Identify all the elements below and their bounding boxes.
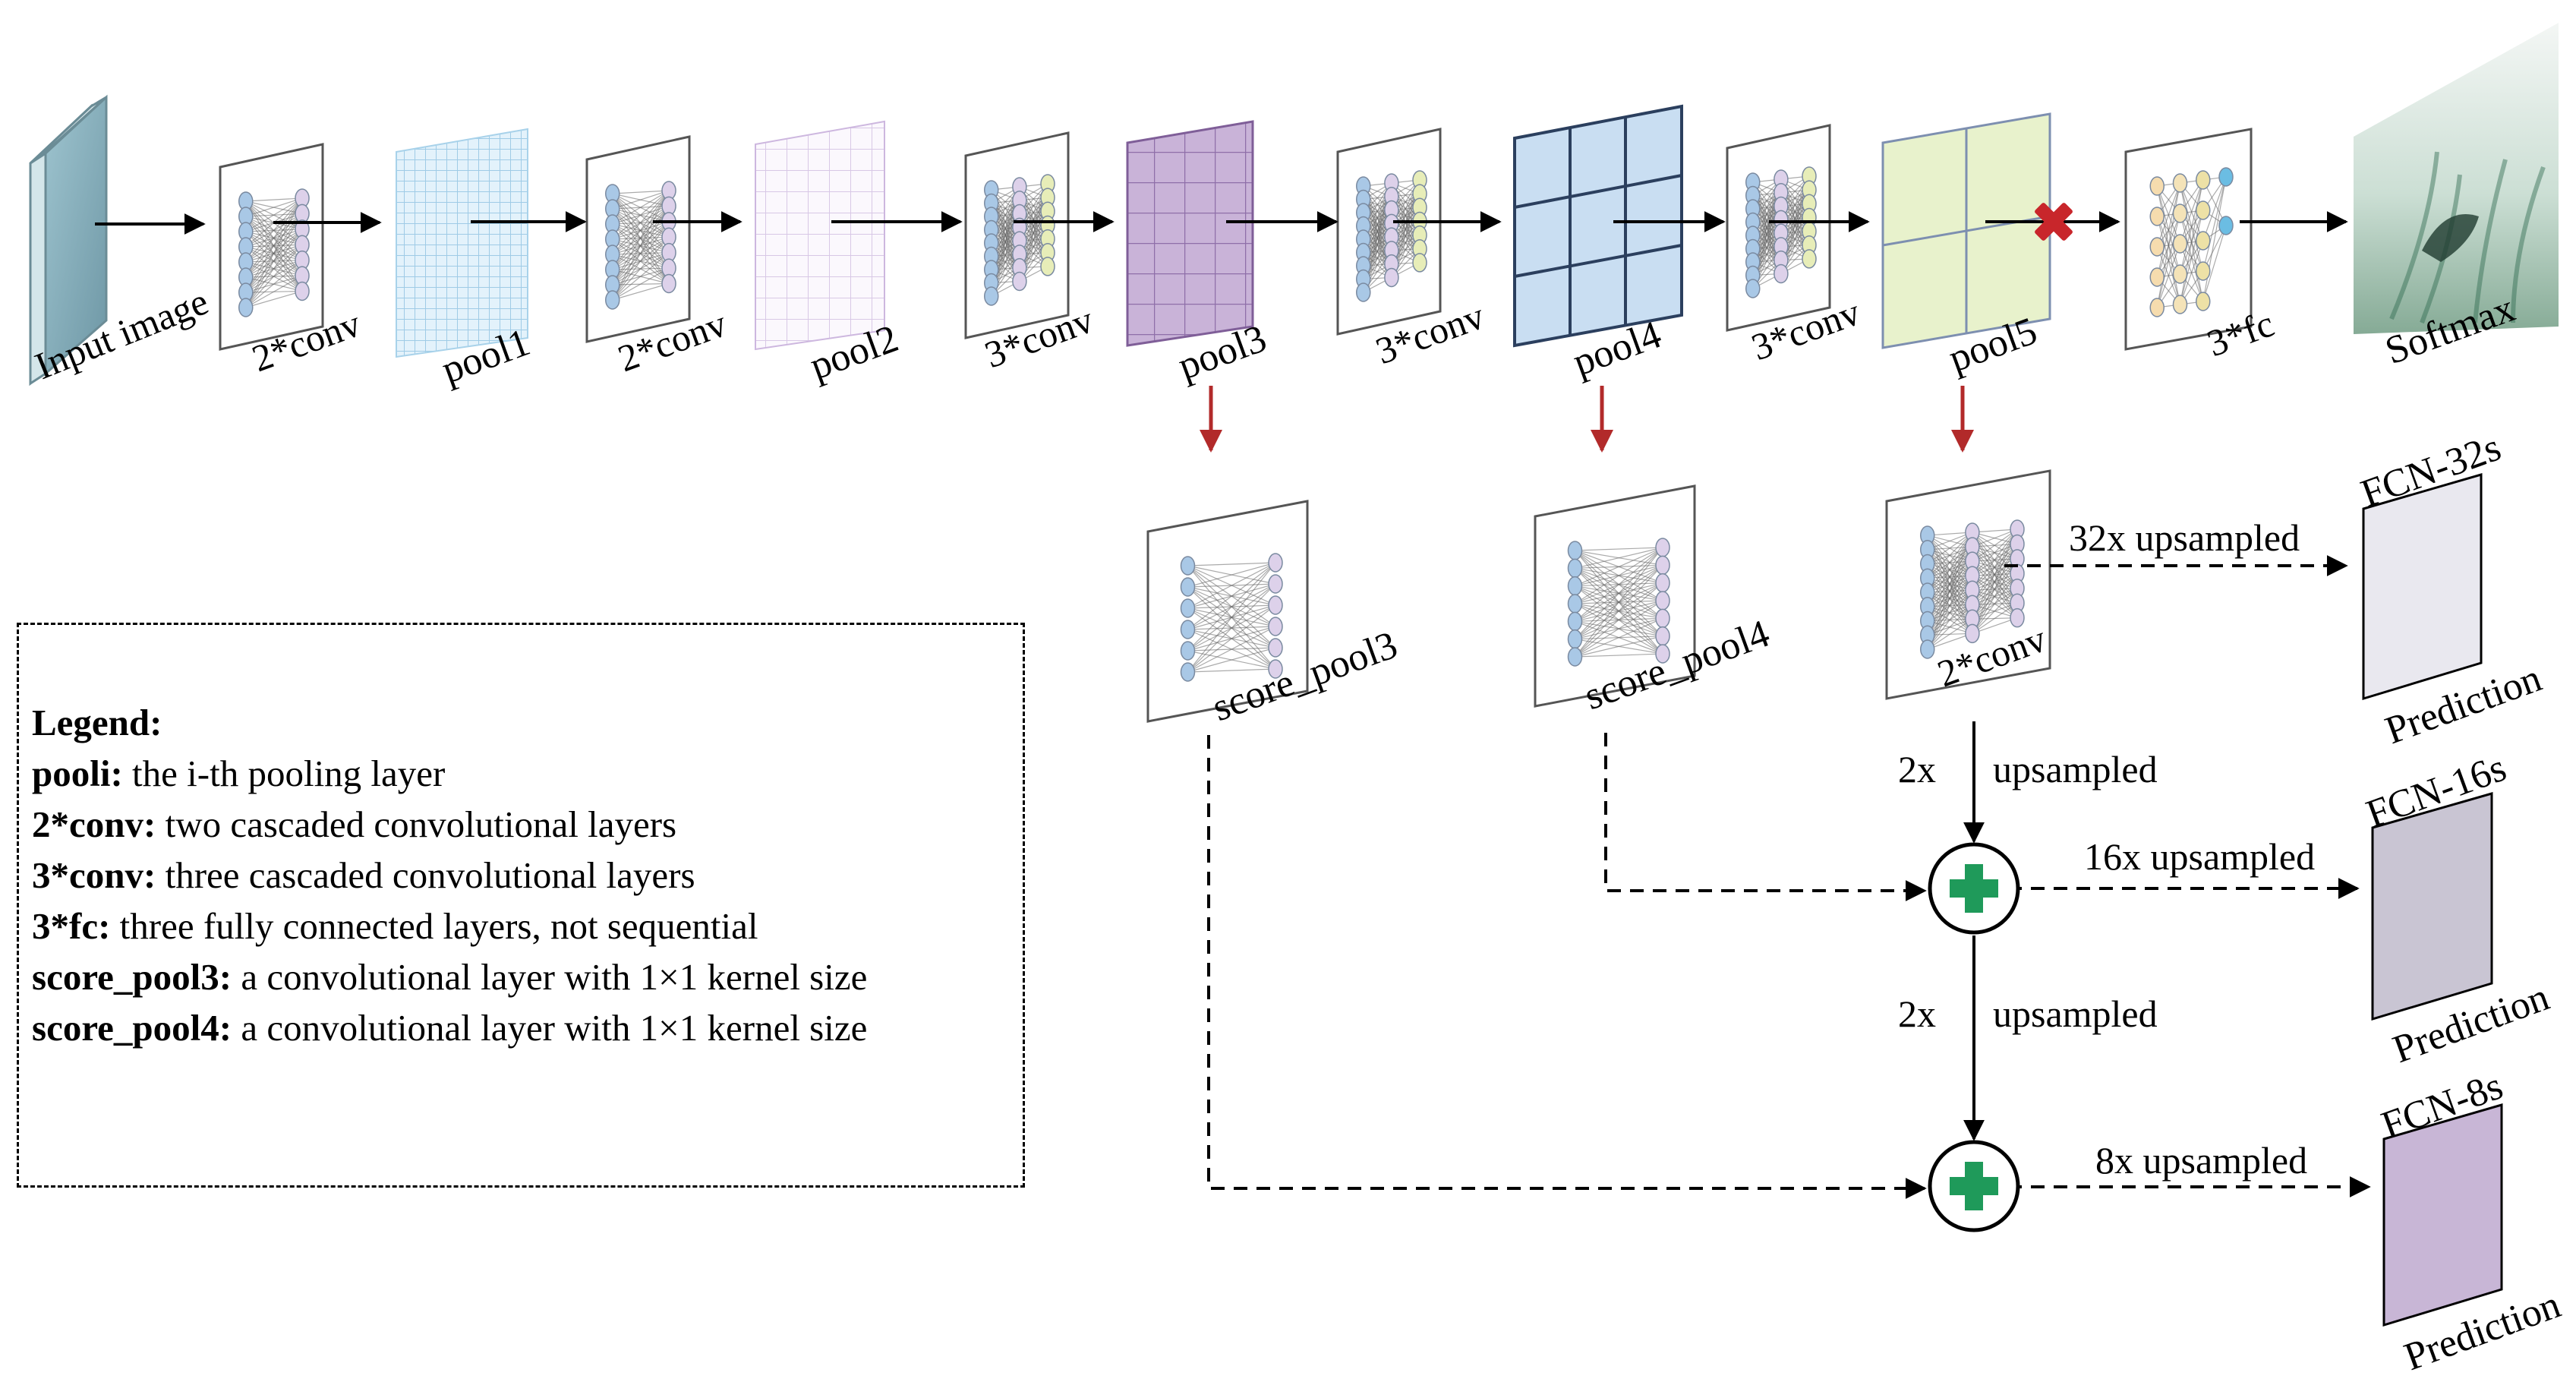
conv1-panel <box>219 143 324 351</box>
score-pool3-panel <box>1146 500 1309 723</box>
legend-item: score_pool4: a convolutional layer with … <box>32 1002 1011 1053</box>
up32-label: 32x upsampled <box>2069 516 2300 559</box>
fc-panel <box>2124 128 2253 351</box>
legend-desc: the i-th pooling layer <box>132 753 446 794</box>
legend-desc: two cascaded convolutional layers <box>165 803 677 845</box>
legend-item: 3*fc: three fully connected layers, not … <box>32 901 1011 951</box>
plus-node-1 <box>1928 842 2020 935</box>
arrow-score-pool4-plus <box>1604 733 1927 901</box>
legend-item: pooli: the i-th pooling layer <box>32 748 1011 799</box>
softmax-block <box>2354 23 2559 334</box>
pool2-block <box>755 120 885 351</box>
pool3-block <box>1126 120 1254 347</box>
up16-label: 16x upsampled <box>2084 835 2315 878</box>
legend-item: score_pool3: a convolutional layer with … <box>32 951 1011 1002</box>
legend-term: 3*fc: <box>32 905 111 947</box>
main-arrows <box>95 211 2348 235</box>
dashed-paths <box>1207 555 2371 1199</box>
legend-term: score_pool4: <box>32 1007 232 1049</box>
legend-term: score_pool3: <box>32 956 232 998</box>
output-fcn16s <box>2371 792 2493 1021</box>
legend-desc: a convolutional layer with 1×1 kernel si… <box>241 956 868 998</box>
red-arrows <box>1200 386 1974 453</box>
arrow-score-pool3-plus <box>1207 735 1927 1199</box>
conv2-panel <box>585 135 691 343</box>
conv5-panel <box>1726 124 1831 332</box>
legend-item: 2*conv: two cascaded convolutional layer… <box>32 799 1011 850</box>
conv-branch-panel <box>1885 469 2051 700</box>
up2-a-num: 2x <box>1898 748 1936 790</box>
legend-desc: three fully connected layers, not sequen… <box>119 905 758 947</box>
legend: Legend: pooli: the i-th pooling layer 2*… <box>32 697 1011 1053</box>
score-pool4-panel <box>1534 484 1696 708</box>
legend-title: Legend: <box>32 702 162 743</box>
conv3-panel <box>964 131 1070 339</box>
output-fcn32s <box>2362 473 2483 701</box>
legend-term: 3*conv: <box>32 854 156 896</box>
plus-icon <box>1950 864 1998 913</box>
legend-desc: three cascaded convolutional layers <box>165 854 695 896</box>
plus-icon <box>1950 1162 1998 1210</box>
up8-label: 8x upsampled <box>2095 1139 2307 1182</box>
pool4-block <box>1513 104 1683 348</box>
up2-b-num: 2x <box>1898 992 1936 1035</box>
legend-desc: a convolutional layer with 1×1 kernel si… <box>241 1007 868 1049</box>
legend-item: 3*conv: three cascaded convolutional lay… <box>32 850 1011 901</box>
up2-b-label: upsampled <box>1993 992 2158 1035</box>
output-fcn8s <box>2382 1103 2503 1327</box>
plus-node-2 <box>1928 1140 2020 1232</box>
legend-term: 2*conv: <box>32 803 156 845</box>
legend-box <box>17 623 1025 1188</box>
input-image-block <box>29 94 108 387</box>
cross-icon <box>2035 203 2073 241</box>
up2-a-label: upsampled <box>1993 748 2158 790</box>
pool1-block <box>396 128 528 358</box>
conv4-panel <box>1336 128 1442 336</box>
legend-term: pooli: <box>32 753 123 794</box>
